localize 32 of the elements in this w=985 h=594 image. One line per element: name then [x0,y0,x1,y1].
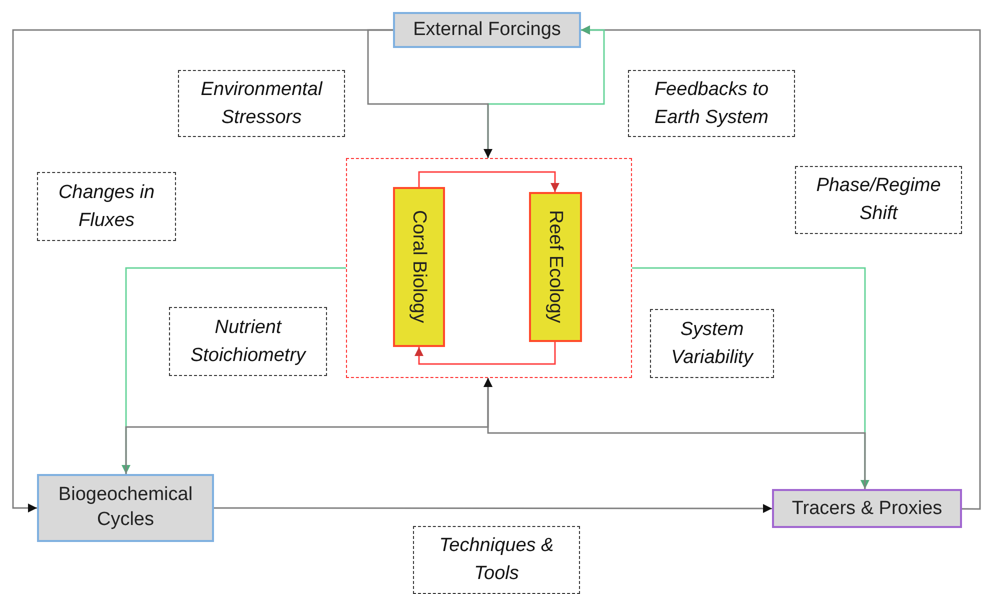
node-label: Reef Ecology [544,210,566,323]
dashed-note-box [650,309,774,378]
dashed-frame [346,158,632,378]
node-label: Biogeochemical Cycles [57,483,194,532]
arrow [122,267,346,474]
process-box [772,489,962,528]
dashed-note-box [795,166,962,234]
node-label: Environmental Stressors [200,78,324,130]
node-label: System Variability [670,318,755,370]
dashed-note-box [628,70,795,137]
arrow [214,504,772,513]
process-box [37,474,214,542]
process-box [393,12,581,48]
node-label: External Forcings [413,18,561,42]
dashed-note-box [178,70,345,137]
node-label: Changes in Fluxes [57,180,156,232]
arrow [414,342,556,365]
node-label: Feedbacks to Earth System [653,78,770,130]
dashed-note-box [413,526,580,594]
arrow [632,267,870,489]
node-label: Coral Biology [408,210,430,323]
node-label: Phase/Regime Shift [815,174,942,226]
vertical-bar-box [392,186,444,346]
vertical-bar-box [528,192,582,342]
arrow [367,29,492,158]
node-label: Techniques & Tools [438,534,555,586]
dashed-note-box [37,172,176,241]
node-label: Nutrient Stoichiometry [189,316,308,368]
dashed-note-box [169,307,327,376]
arrow [418,171,560,192]
node-label: Tracers & Proxies [792,498,942,520]
arrow [484,378,866,489]
